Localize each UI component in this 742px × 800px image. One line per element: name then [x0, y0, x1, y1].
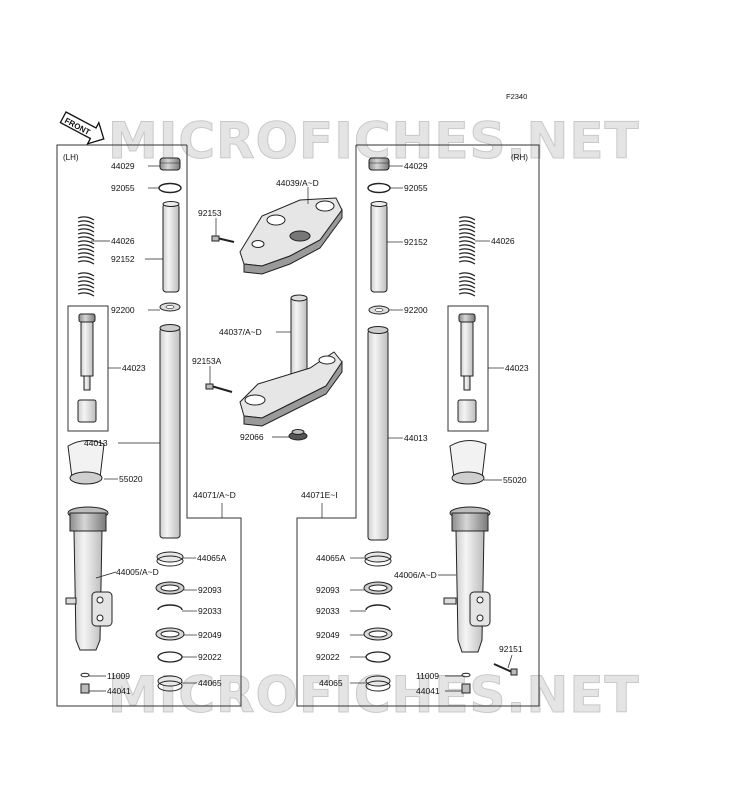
upper-triple-clamp — [239, 197, 343, 275]
rh-inner-tube — [367, 329, 389, 541]
lh-part-44005: 44005/A~D — [116, 567, 159, 577]
lh-part-44041: 44041 — [107, 686, 131, 696]
lh-bushing — [157, 675, 183, 692]
lh-bushing-a — [156, 551, 184, 567]
lh-oil-seal — [155, 581, 185, 595]
rh-oil-seal — [363, 581, 393, 595]
rh-part-55020: 55020 — [503, 475, 527, 485]
rh-bushing-a — [364, 551, 392, 567]
rh-part-44065: 44065 — [319, 678, 343, 688]
rh-part-44006: 44006/A~D — [394, 570, 437, 580]
rh-part-92022: 92022 — [316, 652, 340, 662]
lh-circlip — [157, 604, 183, 611]
lh-part-55020: 55020 — [119, 474, 143, 484]
rh-part-44026: 44026 — [491, 236, 515, 246]
part-44037: 44037/A~D — [219, 327, 262, 337]
lh-damper-box — [67, 305, 109, 432]
rh-part-44023: 44023 — [505, 363, 529, 373]
lower-clamp-bolt — [205, 383, 233, 393]
lh-part-11009: 11009 — [107, 671, 130, 681]
rh-part-11009: 11009 — [416, 671, 439, 681]
rh-spacer-tube — [370, 203, 388, 293]
lh-part-44065: 44065 — [198, 678, 222, 688]
rh-circlip — [365, 604, 391, 611]
lh-o-ring — [158, 182, 182, 194]
lh-damper-rod — [77, 313, 97, 423]
part-92153: 92153 — [198, 208, 222, 218]
rh-frame — [296, 144, 540, 707]
rh-part-92152: 92152 — [404, 237, 428, 247]
part-92066: 92066 — [240, 432, 264, 442]
front-arrow-icon: FRONT — [59, 111, 105, 145]
steering-bearing — [288, 429, 308, 441]
rh-outer-tube — [443, 506, 491, 653]
rh-part-44029: 44029 — [404, 161, 428, 171]
rh-dust-seal — [363, 627, 393, 641]
lh-frame — [56, 144, 242, 707]
lh-part-44065a: 44065A — [197, 553, 227, 563]
lh-label: (LH) — [63, 153, 79, 162]
figure-code: F2340 — [506, 92, 527, 101]
rh-label: (RH) — [511, 153, 528, 162]
watermark-bottom: MICROFICHES.NET — [108, 666, 640, 724]
rh-axle-clamp-bolt — [493, 663, 518, 676]
watermark-top: MICROFICHES.NET — [108, 112, 640, 170]
rh-o-ring — [367, 182, 391, 194]
lower-triple-clamp — [239, 294, 343, 427]
rh-fork-protector — [449, 440, 487, 485]
lh-part-92055: 92055 — [111, 183, 135, 193]
lh-part-92200: 92200 — [111, 305, 135, 315]
lh-part-44029: 44029 — [111, 161, 135, 171]
lh-part-92022: 92022 — [198, 652, 222, 662]
lh-leaders — [89, 165, 197, 692]
lh-fork-protector — [67, 440, 105, 485]
rh-leaders — [350, 165, 513, 692]
lh-inner-tube — [159, 327, 181, 539]
part-44039: 44039/A~D — [276, 178, 319, 188]
center-leaders — [209, 187, 309, 438]
rh-part-92151: 92151 — [499, 644, 523, 654]
lh-part-92093: 92093 — [198, 585, 222, 595]
rh-part-44041: 44041 — [416, 686, 440, 696]
lh-fork-spring — [77, 216, 95, 297]
upper-clamp-bolt — [211, 235, 235, 243]
rh-part-44013: 44013 — [404, 433, 428, 443]
lh-bolt — [80, 683, 90, 694]
rh-part-92033: 92033 — [316, 606, 340, 616]
lh-part-92033: 92033 — [198, 606, 222, 616]
rh-damper-box — [447, 305, 489, 432]
rh-fork-spring — [458, 216, 476, 297]
lh-part-44013: 44013 — [84, 438, 108, 448]
rh-cap-bolt — [368, 157, 390, 171]
lh-gasket — [80, 672, 90, 678]
lh-part-44026: 44026 — [111, 236, 135, 246]
lh-washer-2 — [157, 651, 183, 663]
lh-outer-tube — [65, 506, 113, 651]
rh-washer-2 — [365, 651, 391, 663]
lh-part-92049: 92049 — [198, 630, 222, 640]
rh-bolt — [461, 683, 471, 694]
lh-cap-bolt — [159, 157, 181, 171]
rh-part-44065a: 44065A — [316, 553, 346, 563]
rh-part-92055: 92055 — [404, 183, 428, 193]
lh-part-44023: 44023 — [122, 363, 146, 373]
lh-part-92152: 92152 — [111, 254, 135, 264]
rh-bushing — [365, 675, 391, 692]
lh-dust-seal — [155, 627, 185, 641]
lh-spacer-tube — [162, 203, 180, 293]
rh-part-92049: 92049 — [316, 630, 340, 640]
rh-part-92200: 92200 — [404, 305, 428, 315]
part-44071-ei: 44071E~I — [301, 490, 338, 500]
part-92153a: 92153A — [192, 356, 222, 366]
rh-part-92093: 92093 — [316, 585, 340, 595]
rh-gasket — [461, 672, 471, 678]
part-44071-ad: 44071/A~D — [193, 490, 236, 500]
rh-damper-rod — [457, 313, 477, 423]
